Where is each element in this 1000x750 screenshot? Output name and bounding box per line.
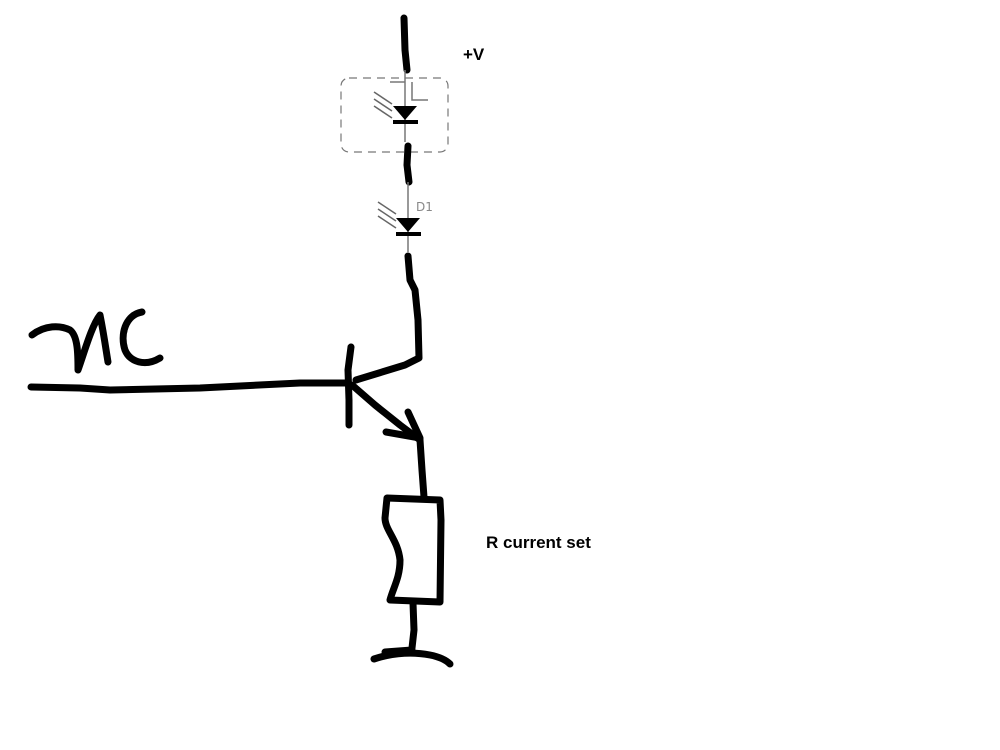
supply-wire (400, 14, 411, 74)
resistor[interactable] (381, 494, 445, 606)
led-2[interactable] (377, 182, 421, 252)
supply-label: +V (463, 45, 485, 64)
emitter-resistor-wire (416, 436, 428, 501)
led-1-triangle (393, 106, 417, 120)
light-arrows-icon (377, 201, 397, 229)
led-2-triangle (396, 218, 420, 232)
ground-wire (408, 599, 418, 652)
collector-wire (352, 252, 423, 384)
led-d1-label: D1 (416, 200, 433, 214)
selection-box (340, 77, 449, 153)
resistor-label: R current set (486, 533, 591, 552)
uc-handwriting (28, 308, 164, 374)
led-1[interactable] (340, 70, 449, 153)
wire-led1-led2 (403, 142, 413, 186)
base-input-wire[interactable] (27, 379, 352, 394)
light-arrows-icon (373, 91, 393, 119)
transistor-emitter (348, 381, 424, 444)
